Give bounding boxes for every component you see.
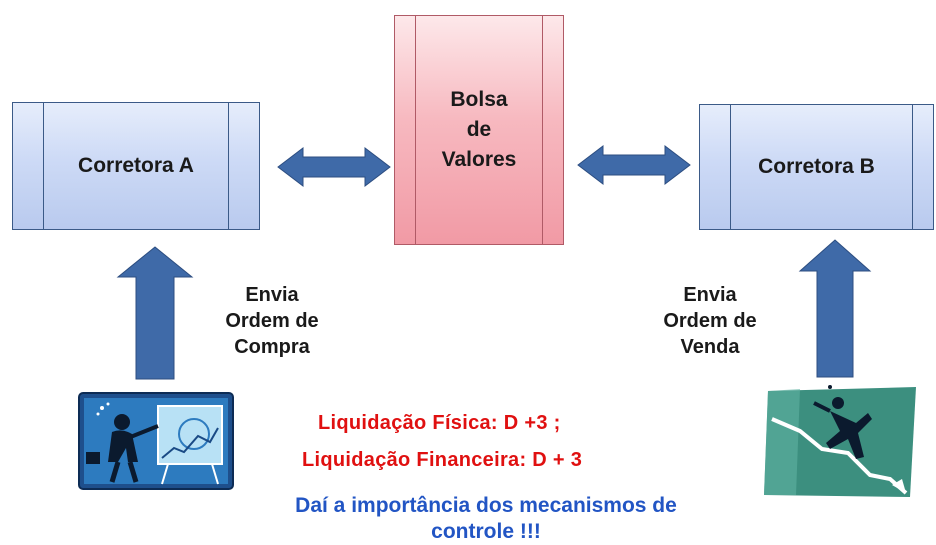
importancia-text: Daí a importância dos mecanismos de cont… (236, 493, 736, 545)
bolsa-label-line1: Bolsa (450, 88, 508, 111)
venda-label: Envia Ordem de Venda (663, 284, 757, 358)
double-arrow-right (577, 144, 691, 186)
corretora-a-node: Corretora A (12, 102, 260, 230)
liquidacao-financeira-text: Liquidação Financeira: D + 3 (302, 449, 583, 471)
businessman-at-chart-icon (78, 392, 234, 490)
up-arrow-right (798, 239, 872, 378)
importancia-line1: Daí a importância dos mecanismos de (295, 494, 677, 517)
double-arrow-left (277, 146, 391, 188)
bolsa-node: Bolsa de Valores (394, 15, 564, 245)
falling-businessman-icon (764, 385, 916, 497)
up-arrow-left (116, 246, 194, 380)
corretora-b-label: Corretora B (758, 155, 875, 178)
liquidacao-fisica-text: Liquidação Física: D +3 ; (318, 412, 561, 434)
importancia-line2: controle !!! (431, 520, 541, 543)
corretora-a-label: Corretora A (78, 154, 194, 177)
compra-label: Envia Ordem de Compra (225, 284, 319, 358)
corretora-b-node: Corretora B (699, 104, 934, 230)
bolsa-label-line2: de (466, 118, 492, 141)
bolsa-label-line3: Valores (441, 148, 517, 171)
